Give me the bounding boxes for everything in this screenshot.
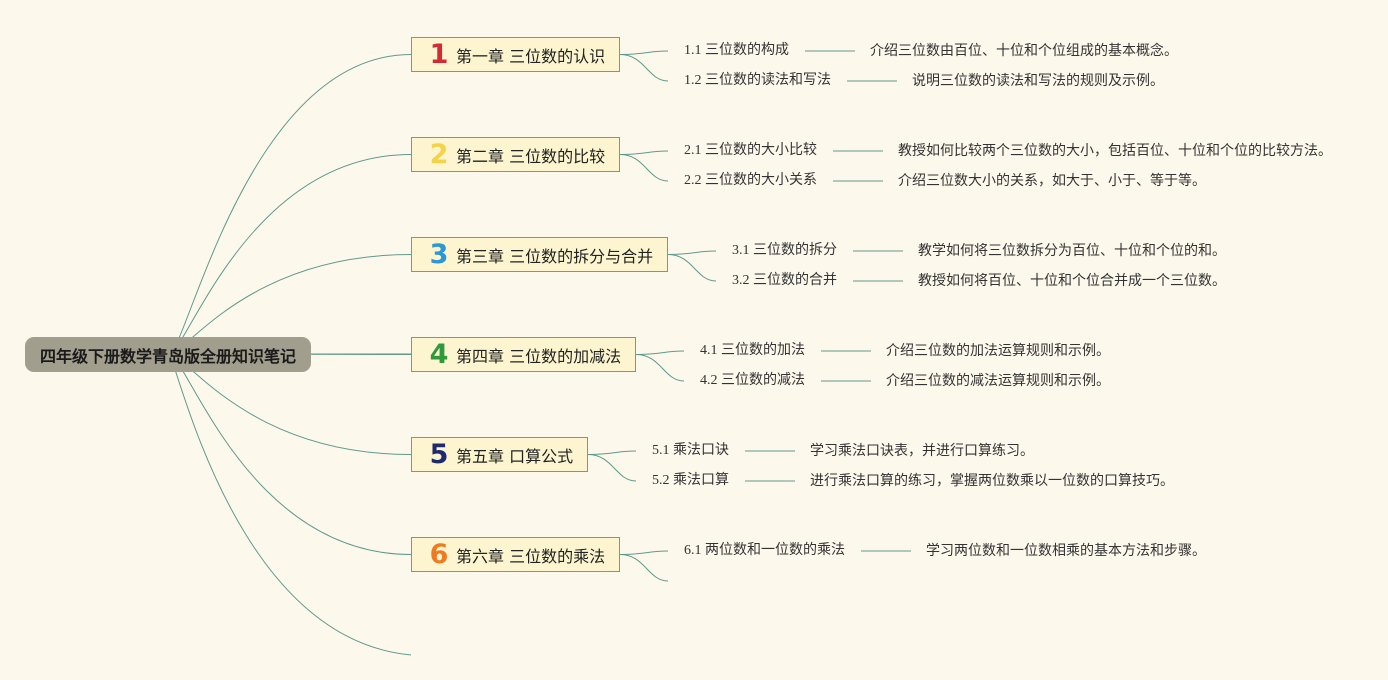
topic-label[interactable]: 5.1 乘法口诀	[652, 443, 729, 458]
chapter-node-5[interactable]: 5 第五章 口算公式	[411, 437, 589, 472]
topic-connector-3-1	[667, 250, 717, 255]
topic-connector-3-2	[667, 254, 717, 282]
topic-connector-5-1	[587, 450, 637, 455]
chapter-node-2[interactable]: 2 第二章 三位数的比较	[411, 137, 621, 172]
topic-description: 进行乘法口算的练习，掌握两位数乘以一位数的口算技巧。	[810, 473, 1174, 489]
topic-label[interactable]: 1.2 三位数的读法和写法	[684, 73, 831, 88]
topic-description: 介绍三位数大小的关系，如大于、小于、等于等。	[898, 173, 1206, 189]
topic-connector-1-1	[619, 50, 669, 55]
chapter-node-3[interactable]: 3 第三章 三位数的拆分与合并	[411, 237, 669, 272]
topic-description: 学习两位数和一位数相乘的基本方法和步骤。	[926, 543, 1206, 559]
topic-description: 教学如何将三位数拆分为百位、十位和个位的和。	[918, 243, 1226, 259]
chapter-title: 第三章 三位数的拆分与合并	[456, 246, 654, 266]
topic-label[interactable]: 6.1 两位数和一位数的乘法	[684, 543, 845, 558]
chapter-node-6[interactable]: 6 第六章 三位数的乘法	[411, 537, 621, 572]
topic-label[interactable]: 2.1 三位数的大小比较	[684, 143, 817, 158]
topic-description: 教授如何比较两个三位数的大小，包括百位、十位和个位的比较方法。	[898, 143, 1332, 159]
chapter-number-icon: 5	[429, 439, 449, 470]
topic-connector-6-2	[619, 554, 669, 582]
topic-connector-2-2	[619, 154, 669, 182]
topic-description: 介绍三位数的加法运算规则和示例。	[886, 343, 1110, 359]
topic-label[interactable]: 5.2 乘法口算	[652, 473, 729, 488]
topic-description: 介绍三位数的减法运算规则和示例。	[886, 373, 1110, 389]
topic-connector-6-1	[619, 550, 669, 555]
topic-label[interactable]: 1.1 三位数的构成	[684, 43, 789, 58]
chapter-number-icon: 6	[429, 539, 449, 570]
topic-connector-1-2	[619, 54, 669, 82]
chapter-node-1[interactable]: 1 第一章 三位数的认识	[411, 37, 621, 72]
chapter-node-4[interactable]: 4 第四章 三位数的加减法	[411, 337, 637, 372]
chapter-title: 第一章 三位数的认识	[456, 46, 606, 66]
chapter-title: 第二章 三位数的比较	[456, 146, 606, 166]
topic-label[interactable]: 2.2 三位数的大小关系	[684, 173, 817, 188]
chapter-connector-1	[169, 54, 412, 355]
empty-connector	[169, 353, 412, 656]
topic-connector-5-2	[587, 454, 637, 482]
chapter-number-icon: 3	[429, 239, 449, 270]
root-node[interactable]: 四年级下册数学青岛版全册知识笔记	[25, 337, 311, 372]
topic-label[interactable]: 3.1 三位数的拆分	[732, 243, 837, 258]
chapter-connector-6	[169, 353, 412, 555]
topic-connector-4-2	[635, 354, 685, 382]
chapter-connector-2	[169, 154, 412, 355]
chapter-number-icon: 4	[429, 339, 449, 370]
chapter-title: 第五章 口算公式	[456, 446, 574, 466]
chapter-number-icon: 2	[429, 139, 449, 170]
topic-description: 介绍三位数由百位、十位和个位组成的基本概念。	[870, 43, 1178, 59]
topic-connector-2-1	[619, 150, 669, 155]
topic-description: 学习乘法口诀表，并进行口算练习。	[810, 443, 1034, 459]
chapter-number-icon: 1	[429, 39, 449, 70]
topic-connector-4-1	[635, 350, 685, 355]
topic-description: 说明三位数的读法和写法的规则及示例。	[912, 73, 1164, 89]
topic-description: 教授如何将百位、十位和个位合并成一个三位数。	[918, 273, 1226, 289]
chapter-title: 第四章 三位数的加减法	[456, 346, 622, 366]
topic-label[interactable]: 4.2 三位数的减法	[700, 373, 805, 388]
chapter-title: 第六章 三位数的乘法	[456, 546, 606, 566]
topic-label[interactable]: 3.2 三位数的合并	[732, 273, 837, 288]
topic-label[interactable]: 4.1 三位数的加法	[700, 343, 805, 358]
